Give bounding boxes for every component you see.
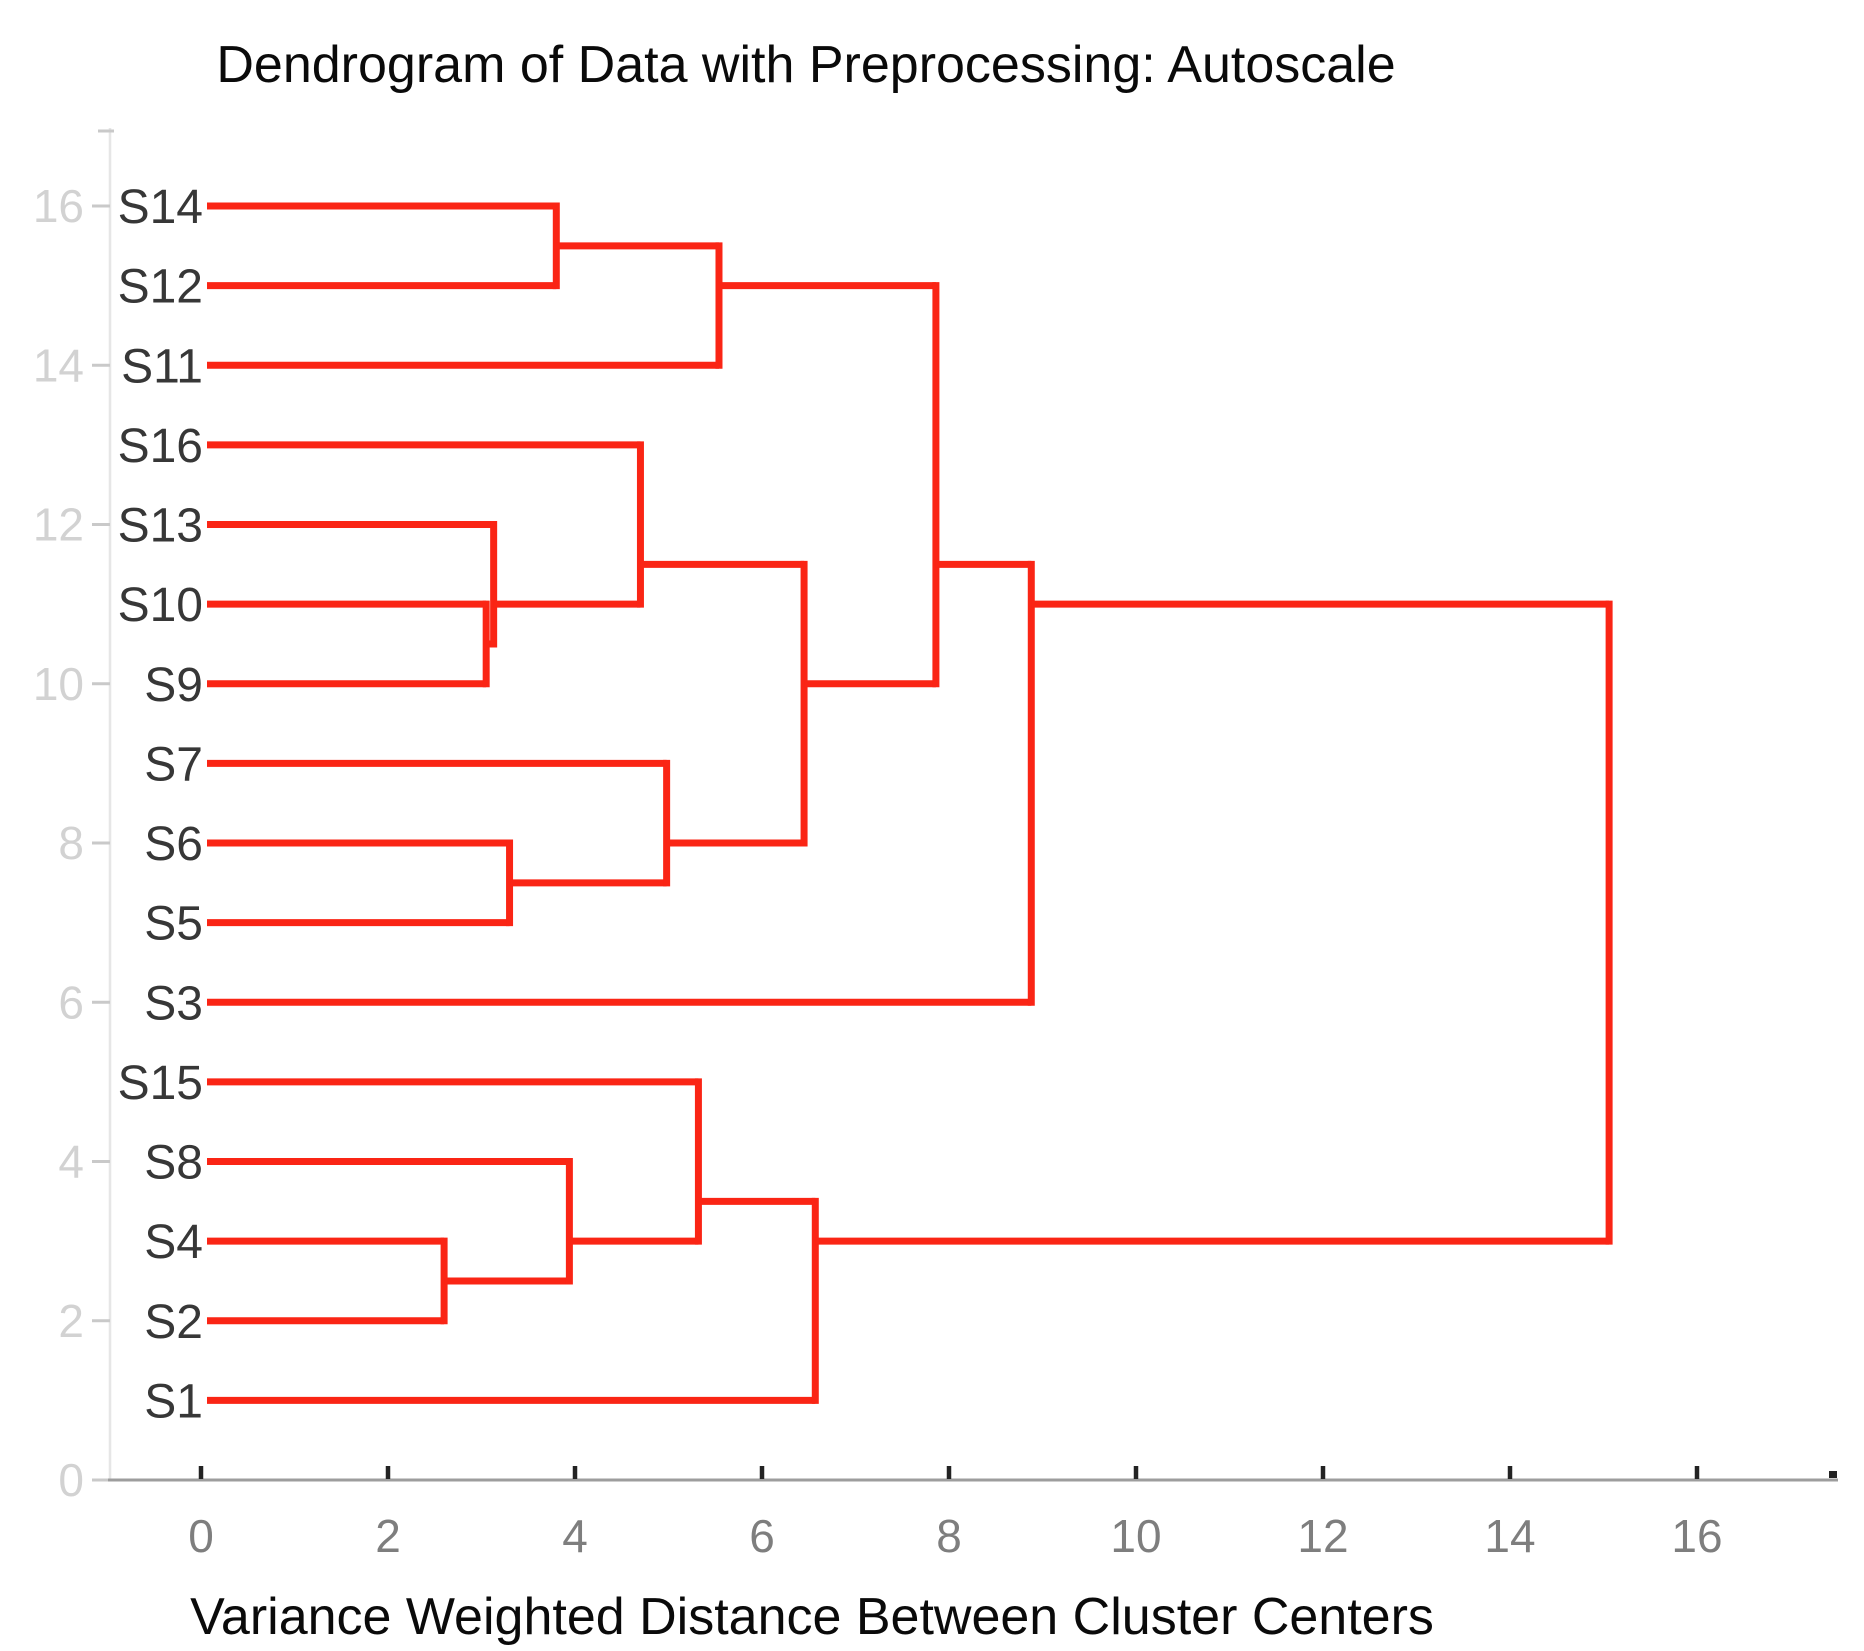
y-tick-label: 6 <box>58 976 84 1028</box>
x-tick-label: 2 <box>375 1510 401 1562</box>
y-tick-label: 16 <box>33 180 84 232</box>
leaf-label-S4: S4 <box>144 1216 203 1269</box>
y-tick-label: 4 <box>58 1136 84 1188</box>
leaf-label-S12: S12 <box>118 261 203 314</box>
y-tick-label: 8 <box>58 817 84 869</box>
y-tick-label: 12 <box>33 499 84 551</box>
leaf-label-S11: S11 <box>121 340 203 393</box>
x-axis-end-tick <box>1829 1471 1837 1478</box>
leaf-label-S7: S7 <box>144 738 203 791</box>
x-tick-label: 12 <box>1297 1510 1348 1562</box>
leaf-label-S16: S16 <box>118 420 203 473</box>
y-tick-label: 10 <box>33 658 84 710</box>
x-tick-label: 0 <box>188 1510 214 1562</box>
x-tick-label: 8 <box>936 1510 962 1562</box>
leaf-label-S10: S10 <box>118 579 203 632</box>
leaf-label-S1: S1 <box>144 1375 203 1428</box>
x-tick-label: 4 <box>562 1510 588 1562</box>
leaf-label-S2: S2 <box>144 1296 203 1349</box>
leaf-label-S15: S15 <box>118 1057 203 1110</box>
leaf-label-S8: S8 <box>144 1137 203 1190</box>
x-axis-label: Variance Weighted Distance Between Clust… <box>190 1588 1434 1646</box>
y-tick-label: 14 <box>33 339 84 391</box>
y-axis: 0 2 4 6 8 10 12 14 16 <box>33 128 114 1506</box>
dendrogram-links <box>207 202 1613 1404</box>
x-tick-label: 6 <box>749 1510 775 1562</box>
leaf-label-S9: S9 <box>144 659 203 712</box>
leaf-label-S14: S14 <box>118 181 203 234</box>
x-tick-label: 16 <box>1671 1510 1722 1562</box>
leaf-label-S3: S3 <box>144 977 203 1030</box>
x-tick-label: 14 <box>1484 1510 1535 1562</box>
chart-title: Dendrogram of Data with Preprocessing: A… <box>216 36 1395 94</box>
leaf-label-S13: S13 <box>118 500 203 553</box>
leaf-label-S5: S5 <box>144 898 203 951</box>
x-axis: 0 2 4 6 8 10 12 14 16 <box>108 1466 1838 1562</box>
leaf-label-S6: S6 <box>144 818 203 871</box>
x-tick-label: 10 <box>1110 1510 1161 1562</box>
y-tick-label: 2 <box>58 1295 84 1347</box>
y-tick-label: 0 <box>58 1454 84 1506</box>
